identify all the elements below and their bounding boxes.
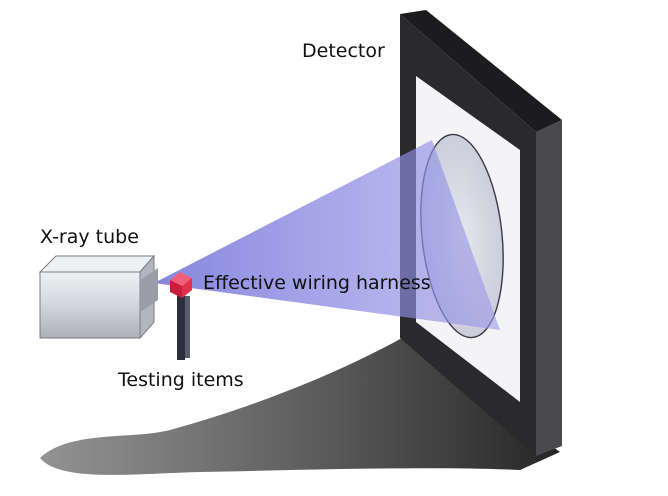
wiring-harness-sample-icon bbox=[170, 272, 192, 360]
xray-tube-label: X-ray tube bbox=[40, 226, 139, 248]
xray-beam bbox=[154, 140, 500, 330]
harness-label: Effective wiring harness bbox=[203, 272, 431, 294]
detector-label: Detector bbox=[302, 40, 385, 62]
detector-frame-side bbox=[536, 120, 562, 456]
testing-items-label: Testing items bbox=[118, 369, 244, 391]
detector-frame-top bbox=[400, 10, 562, 132]
xray-tube-icon bbox=[38, 254, 158, 340]
floor-shadow bbox=[40, 338, 560, 475]
